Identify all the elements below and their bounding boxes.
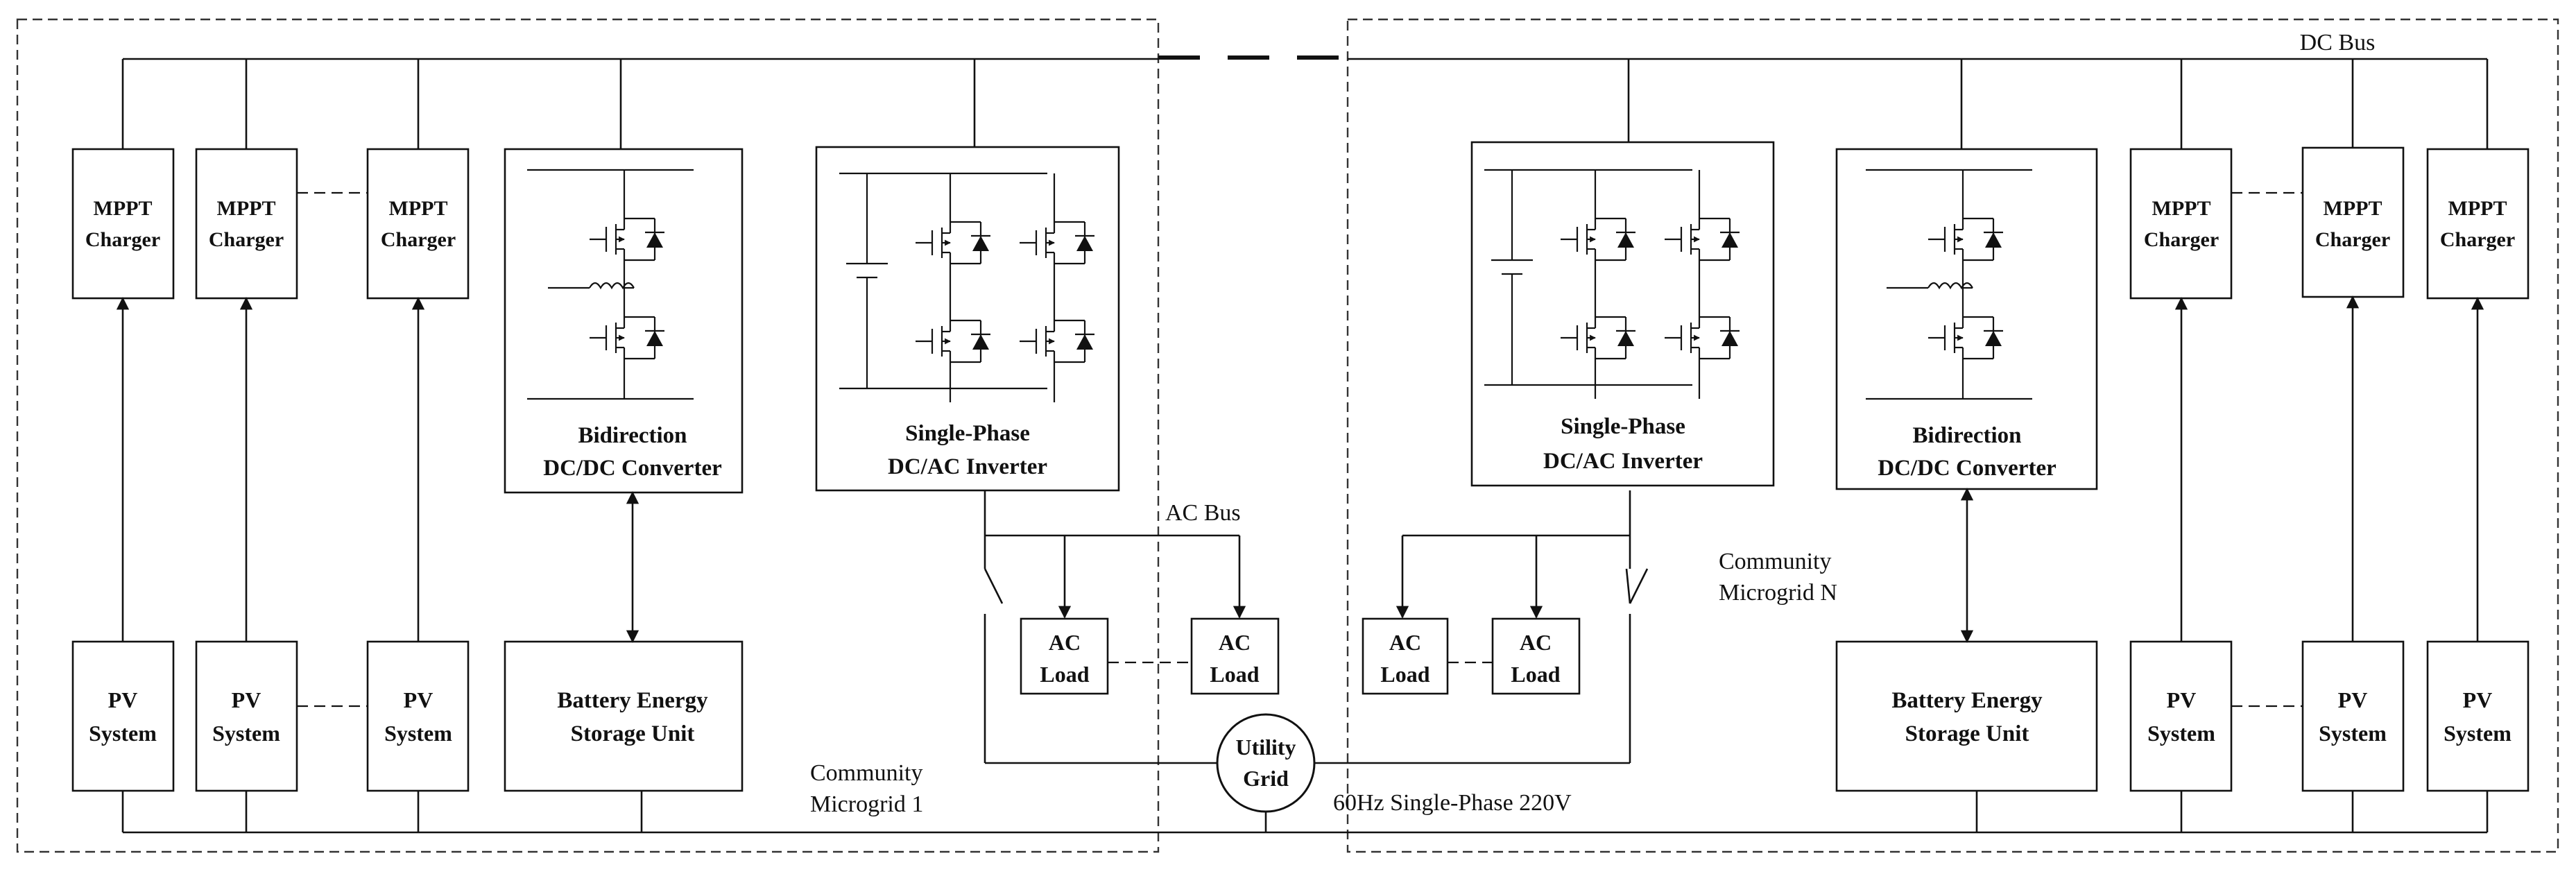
svg-text:Battery Energy: Battery Energy (1891, 688, 2043, 713)
svg-text:MPPT: MPPT (2152, 197, 2211, 220)
svg-text:Charger: Charger (2315, 228, 2390, 251)
svg-text:System: System (2147, 721, 2215, 746)
mppt-charger: MPPT Charger (2426, 59, 2530, 300)
mppt-charger: MPPT Charger (2129, 59, 2233, 300)
svg-text:DC/AC Inverter: DC/AC Inverter (888, 454, 1047, 479)
grid-spec-label: 60Hz Single-Phase 220V (1333, 790, 1572, 816)
pv-system: PV System (71, 297, 175, 832)
svg-text:System: System (2444, 721, 2511, 746)
dcdc-converter: Bidirection DC/DC Converter (504, 59, 744, 494)
dcac-inverter: Single-Phase DC/AC Inverter (1470, 59, 1775, 487)
svg-text:Load: Load (1040, 662, 1089, 687)
svg-text:MPPT: MPPT (2448, 197, 2507, 220)
svg-text:Utility: Utility (1235, 735, 1296, 760)
svg-text:Battery Energy: Battery Energy (557, 688, 708, 713)
utility-grid: Utility Grid (1216, 713, 1316, 813)
mppt-charger: MPPT Charger (195, 59, 298, 300)
svg-text:MPPT: MPPT (389, 197, 448, 220)
svg-text:Load: Load (1210, 662, 1259, 687)
mppt-charger: MPPT Charger (2301, 59, 2405, 298)
pv-system: PV System (2301, 295, 2405, 832)
pv-system: PV System (195, 297, 298, 832)
microgrid-n-frame (1346, 18, 2559, 853)
svg-text:PV: PV (2463, 687, 2493, 712)
svg-text:Storage Unit: Storage Unit (571, 721, 695, 746)
svg-text:System: System (384, 721, 452, 746)
svg-text:PV: PV (2338, 687, 2368, 712)
svg-text:Charger: Charger (209, 228, 284, 251)
svg-text:Storage Unit: Storage Unit (1905, 721, 2029, 746)
svg-text:Single-Phase: Single-Phase (1561, 414, 1685, 439)
ac-load: AC Load (1190, 617, 1280, 695)
svg-text:MPPT: MPPT (2324, 197, 2382, 220)
svg-text:Single-Phase: Single-Phase (905, 421, 1030, 446)
microgrid-n-label: Community (1719, 549, 1831, 574)
dc-bus-label: DC Bus (2300, 30, 2376, 55)
svg-text:System: System (2319, 721, 2387, 746)
mppt-charger: MPPT Charger (366, 59, 470, 300)
svg-text:Charger: Charger (381, 228, 456, 251)
svg-text:PV: PV (2167, 687, 2197, 712)
ac-load: AC Load (1020, 617, 1109, 695)
svg-text:AC: AC (1049, 630, 1081, 655)
svg-text:PV: PV (108, 687, 138, 712)
svg-text:MPPT: MPPT (94, 197, 153, 220)
battery-storage-unit: Battery Energy Storage Unit (504, 491, 744, 832)
svg-text:Charger: Charger (2440, 228, 2515, 251)
svg-text:AC: AC (1520, 630, 1552, 655)
svg-text:MPPT: MPPT (217, 197, 276, 220)
ac-bus-label: AC Bus (1165, 500, 1241, 526)
svg-text:Charger: Charger (85, 228, 160, 251)
svg-text:DC/DC Converter: DC/DC Converter (1878, 456, 2056, 481)
microgrid-1-label: Microgrid 1 (810, 791, 923, 817)
microgrid-1-frame (16, 18, 1160, 853)
svg-text:AC: AC (1219, 630, 1251, 655)
svg-text:System: System (89, 721, 157, 746)
svg-text:AC: AC (1389, 630, 1421, 655)
svg-text:DC/AC Inverter: DC/AC Inverter (1543, 449, 1703, 474)
microgrid-n-label: Microgrid N (1719, 580, 1837, 606)
ac-load: AC Load (1491, 617, 1581, 695)
pv-system: PV System (2129, 297, 2233, 832)
dcdc-converter: Bidirection DC/DC Converter (1835, 59, 2098, 490)
svg-text:PV: PV (404, 687, 433, 712)
svg-text:Bidirection: Bidirection (1912, 423, 2021, 448)
mppt-charger: MPPT Charger (71, 59, 175, 300)
svg-text:Grid: Grid (1243, 766, 1289, 791)
svg-text:Bidirection: Bidirection (578, 423, 687, 448)
svg-text:PV: PV (232, 687, 261, 712)
svg-text:Load: Load (1380, 662, 1429, 687)
microgrid-1-label: Community (810, 760, 922, 786)
svg-text:Load: Load (1511, 662, 1560, 687)
pv-system: PV System (2426, 297, 2530, 832)
dcac-inverter: Single-Phase DC/AC Inverter (815, 59, 1120, 492)
svg-text:Charger: Charger (2144, 228, 2219, 251)
battery-storage-unit: Battery Energy Storage Unit (1835, 488, 2098, 832)
svg-text:System: System (212, 721, 280, 746)
pv-system: PV System (366, 297, 470, 832)
svg-text:DC/DC Converter: DC/DC Converter (543, 456, 722, 481)
ac-load: AC Load (1362, 617, 1449, 695)
